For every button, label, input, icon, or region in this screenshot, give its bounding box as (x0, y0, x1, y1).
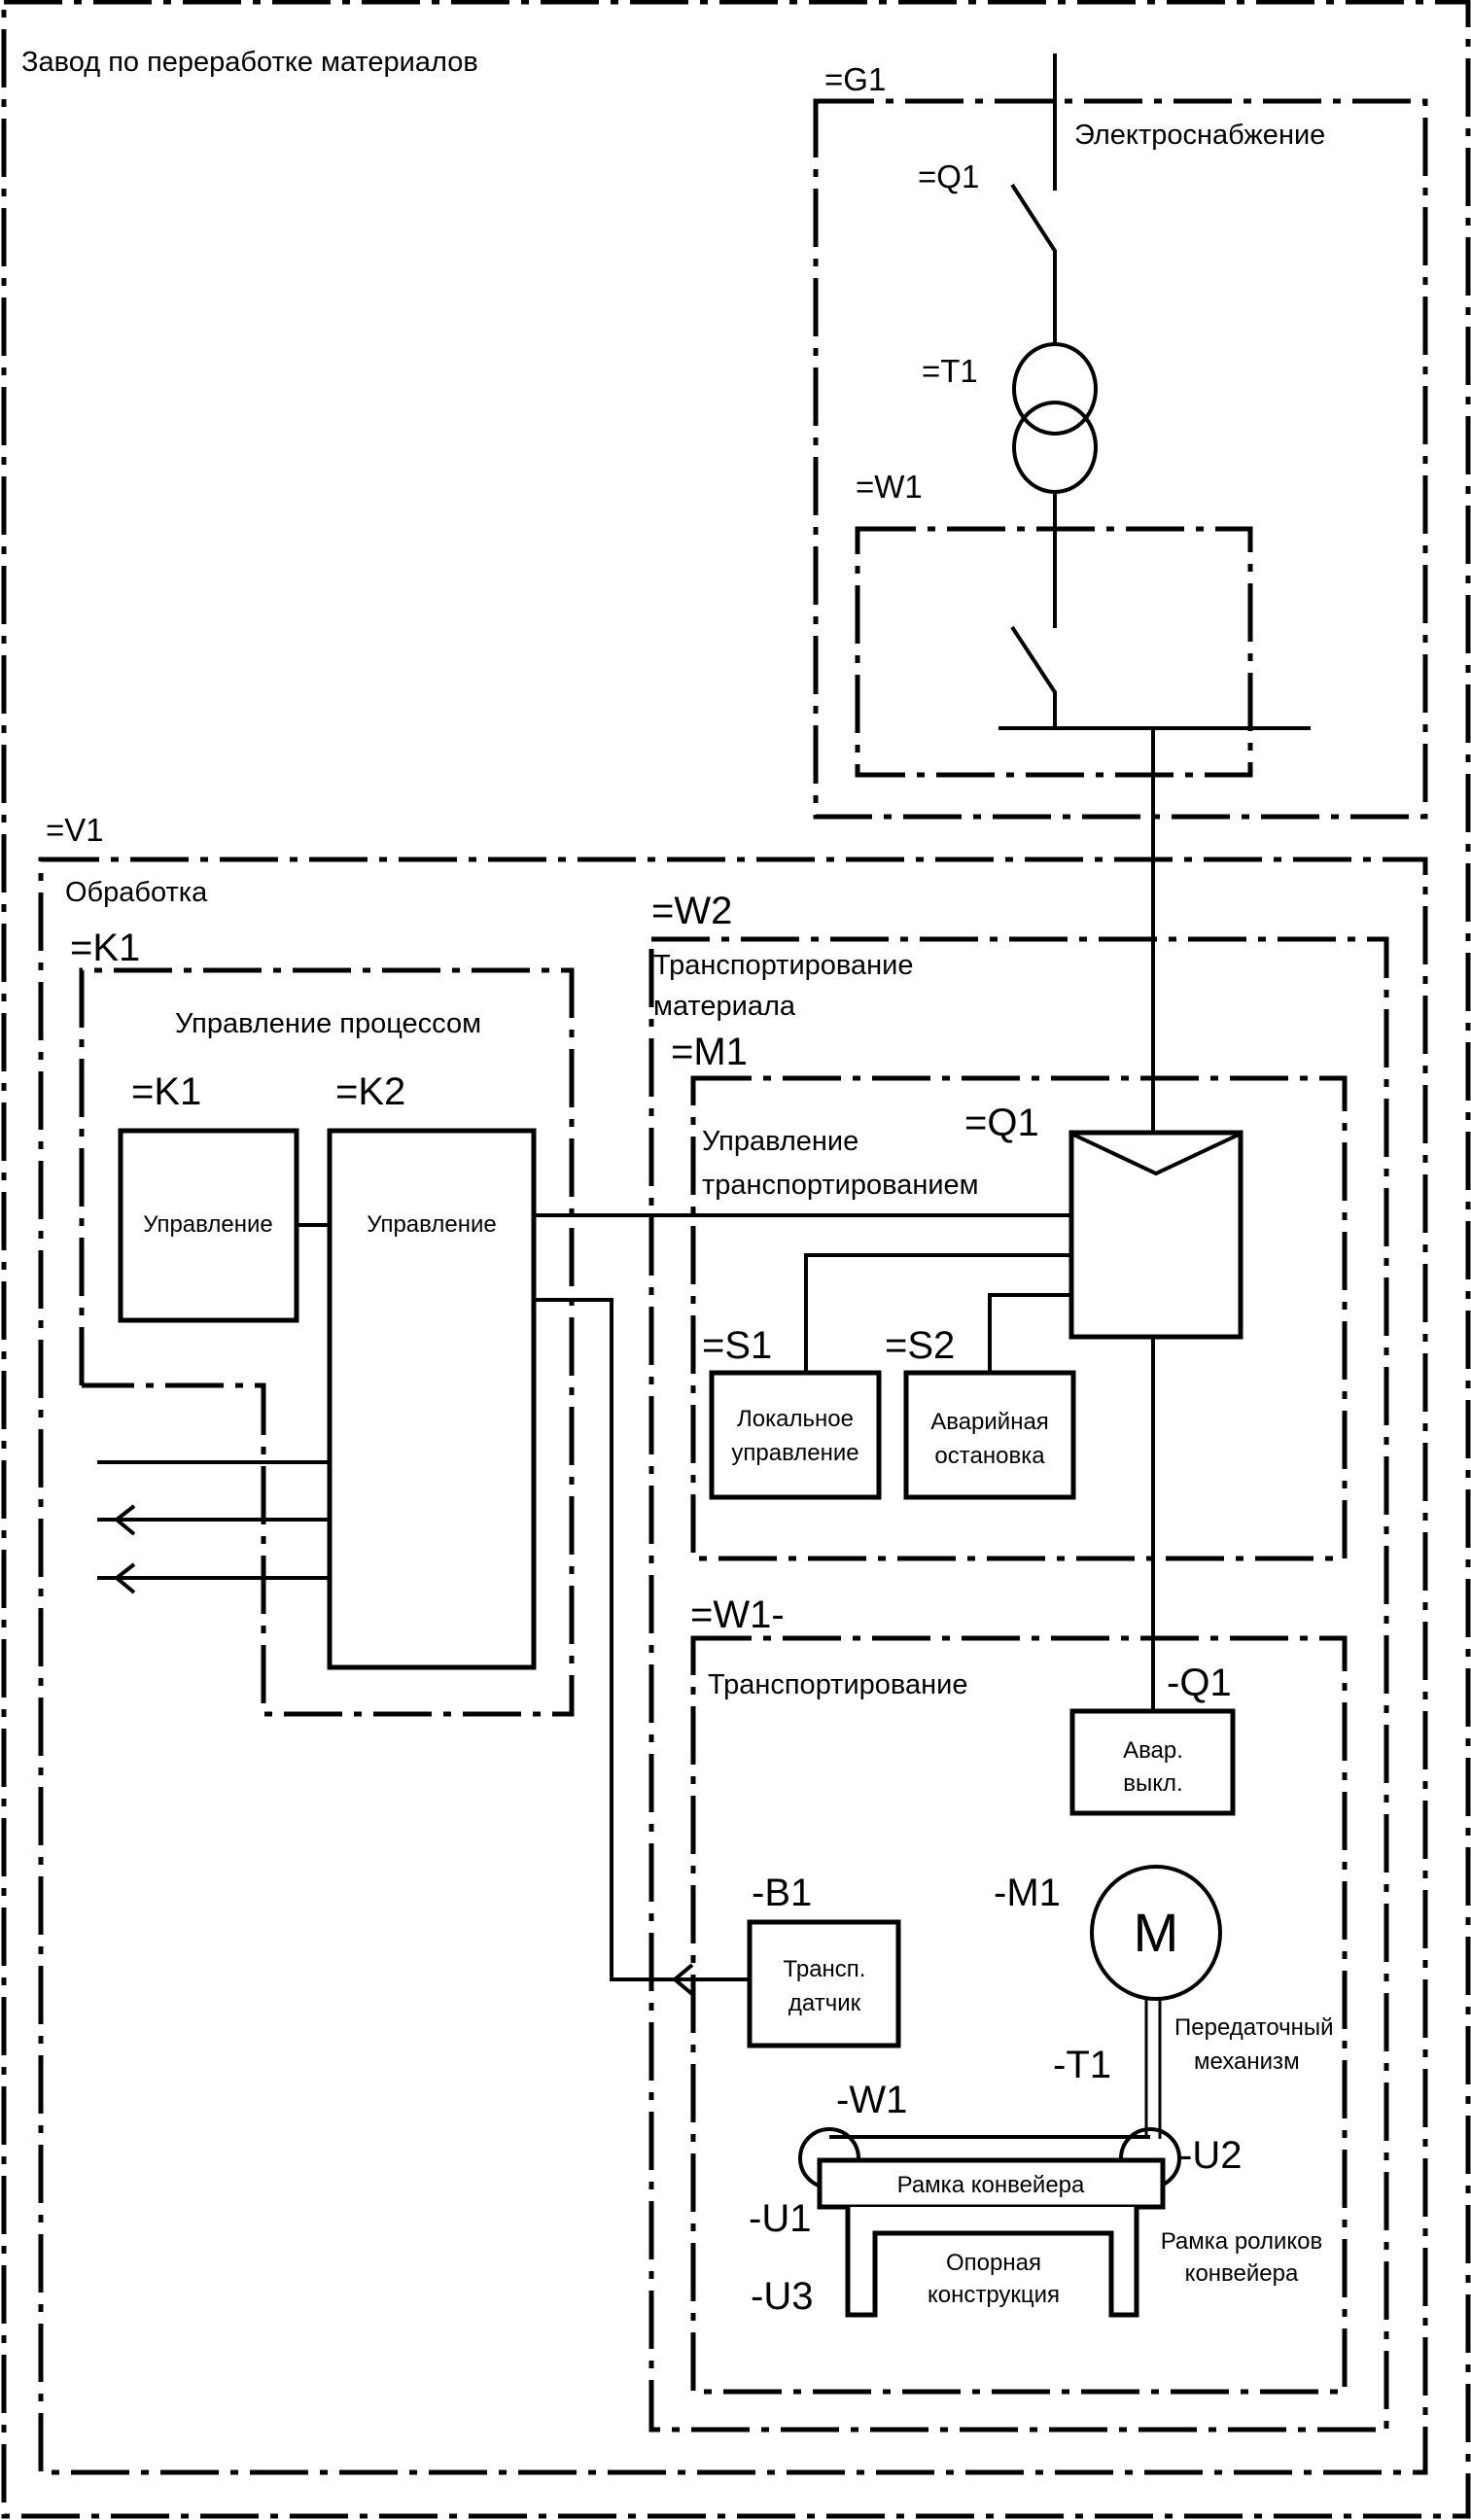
w2-label-line2: материала (653, 991, 796, 1022)
arrow-left-icon (671, 1963, 694, 1996)
w1-transport-frame (690, 1635, 1348, 2395)
k1-group-label: Управление процессом (175, 1008, 481, 1039)
b1-sensor-box (747, 1919, 901, 2048)
arrow-left-icon (113, 1562, 136, 1594)
arrow-left-icon (113, 1504, 136, 1536)
s1-designation: =S1 (702, 1324, 772, 1367)
v1-label: Обработка (65, 877, 208, 908)
switchgear-switch-symbol (1010, 625, 1057, 729)
roller-frame-label-line1: Рамка роликов (1161, 2228, 1323, 2255)
k2-to-b1-sensor-line (534, 1298, 750, 1981)
roller-left-designation: -U1 (749, 2197, 811, 2240)
belt-designation: -W1 (836, 2079, 907, 2121)
transmission-label-line2: механизм (1194, 2048, 1300, 2075)
s1-local-control-box (709, 1370, 882, 1500)
g1-designation: =G1 (824, 61, 886, 97)
emergency-switch-line2: выкл. (1123, 1770, 1182, 1797)
b1-sensor-line1: Трансп. (784, 1956, 866, 1982)
k2-controller-designation: =K2 (335, 1070, 405, 1113)
plant-title: Завод по переработке материалов (21, 47, 478, 78)
roller-frame-label-line2: конвейера (1185, 2260, 1299, 2287)
m1-transport-control-frame (690, 1075, 1348, 1561)
k1-process-control-frame (79, 967, 575, 1717)
s2-designation: =S2 (885, 1324, 955, 1367)
roller-right-designation: -U2 (1179, 2134, 1242, 2177)
k1-controller-box (118, 1128, 299, 1323)
motor-letter: M (1134, 1902, 1179, 1963)
emergency-switch-line1: Авар. (1123, 1737, 1183, 1764)
s2-emergency-stop-box (903, 1370, 1076, 1500)
transformer-winding-primary (1012, 342, 1098, 436)
emergency-switch-box (1069, 1708, 1236, 1816)
contactor-q1-box (1068, 1130, 1243, 1340)
motor-designation: -M1 (994, 1872, 1061, 1914)
s1-label-line1: Локальное (737, 1406, 854, 1432)
transformer-winding-secondary (1012, 401, 1098, 494)
g1-power-supply-frame (813, 98, 1428, 820)
m1-designation: =M1 (671, 1031, 748, 1073)
t1-transformer-designation: =T1 (922, 353, 978, 389)
q1-switch-designation: =Q1 (918, 158, 979, 194)
w2-label-line1: Транспортирование (653, 950, 913, 981)
contactor-symbol (1072, 1133, 1240, 1176)
k2-controller-box (327, 1128, 537, 1670)
support-structure-line2: конструкция (928, 2282, 1060, 2308)
transmission-label-line1: Передаточный (1174, 2014, 1334, 2041)
emergency-switch-designation: -Q1 (1167, 1662, 1232, 1704)
q1-to-s1-line (804, 1253, 1071, 1373)
q1-to-s2-line (988, 1293, 1071, 1373)
k1-group-designation: =K1 (70, 927, 140, 969)
q1-switch-symbol (1010, 183, 1057, 345)
support-structure-line1: Опорная (946, 2250, 1041, 2276)
support-structure-shape (845, 2207, 1139, 2318)
m1-label-line2: транспортированием (702, 1170, 979, 1201)
k1-controller-label: Управление (143, 1211, 272, 1238)
w1-transport-designation: =W1- (690, 1593, 785, 1636)
w2-material-transport-frame (648, 936, 1389, 2432)
k1-controller-designation: =K1 (131, 1070, 201, 1113)
b1-sensor-line2: датчик (788, 1990, 861, 2016)
b1-sensor-designation: -B1 (752, 1872, 812, 1914)
s2-label-line2: остановка (934, 1443, 1045, 1469)
k2-controller-label: Управление (367, 1211, 496, 1238)
v1-designation: =V1 (46, 812, 104, 848)
m1-label-line1: Управление (702, 1126, 858, 1157)
conveyor-frame-label: Рамка конвейера (897, 2172, 1085, 2198)
contactor-q1-designation: =Q1 (964, 1102, 1039, 1144)
w2-designation: =W2 (651, 890, 732, 932)
w1-switchgear-frame (855, 526, 1253, 778)
w1-transport-label: Транспортирование (708, 1669, 967, 1700)
g1-label: Электроснабжение (1074, 120, 1325, 151)
motor-symbol (1090, 1865, 1222, 2001)
support-designation: -U3 (751, 2275, 813, 2318)
w1-switchgear-designation: =W1 (856, 469, 923, 505)
s1-label-line2: управление (731, 1440, 858, 1466)
s2-label-line1: Аварийная (930, 1409, 1049, 1435)
v1-processing-frame (38, 857, 1428, 2475)
transmission-designation: -T1 (1053, 2044, 1111, 2086)
